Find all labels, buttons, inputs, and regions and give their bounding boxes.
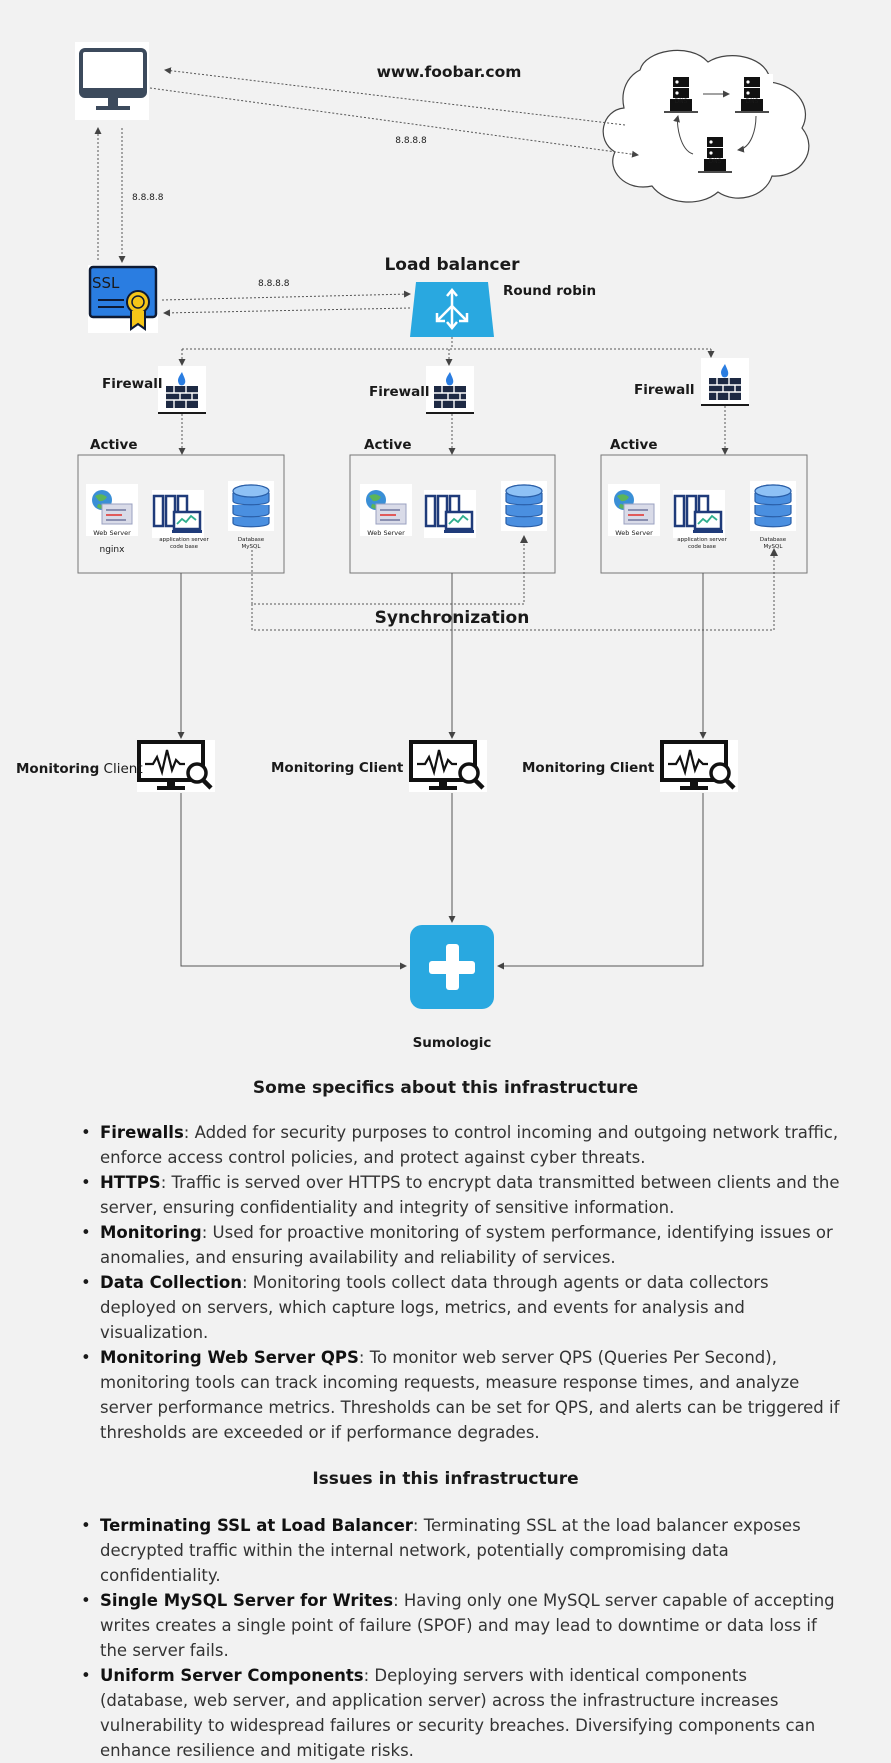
specifics-title: Some specifics about this infrastructure	[252, 1078, 639, 1098]
app-server-label: application server	[159, 537, 209, 543]
code-base-label: code base	[688, 544, 717, 550]
dns-server-icon	[693, 133, 737, 175]
monitoring-client-label-2: Monitoring Client	[271, 760, 404, 776]
domain-label: www.foobar.com	[377, 63, 522, 81]
app-server-icon	[150, 488, 206, 540]
server-box-3	[600, 454, 808, 574]
mysql-label: MySQL	[242, 544, 262, 550]
list-item: Monitoring Web Server QPS: To monitor we…	[81, 1345, 840, 1445]
dns-label: DNS	[675, 98, 688, 105]
web-server-label: Web Server	[367, 529, 405, 537]
dns-cloud	[602, 49, 810, 203]
nginx-label: nginx	[100, 545, 126, 555]
active-label-1: Active	[90, 437, 138, 453]
load-balancer-icon	[410, 282, 494, 337]
ssl-label: SSL	[92, 274, 120, 292]
database-label: Database	[238, 537, 265, 543]
dns-server-icon	[730, 73, 774, 115]
sumologic-label: Sumologic	[413, 1035, 492, 1051]
app-server-icon	[671, 488, 727, 540]
monitoring-icon	[409, 740, 487, 792]
monitoring-client-label-3: Monitoring Client	[522, 760, 655, 776]
monitoring-icon	[660, 740, 738, 792]
dns-label: DNS	[709, 158, 722, 165]
database-icon	[500, 480, 548, 532]
mysql-label: MySQL	[764, 544, 784, 550]
list-item: Firewalls: Added for security purposes t…	[81, 1120, 840, 1170]
list-item: Uniform Server Components: Deploying ser…	[81, 1663, 840, 1763]
ip-label-left: 8.8.8.8	[132, 193, 164, 203]
monitoring-icon	[137, 740, 215, 792]
database-label: Database	[760, 537, 787, 543]
web-server-label: Web Server	[615, 529, 653, 537]
dns-server-icon	[659, 73, 703, 115]
list-item: Monitoring: Used for proactive monitorin…	[81, 1220, 840, 1270]
issues-title: Issues in this infrastructure	[312, 1469, 579, 1489]
ip-label-lb: 8.8.8.8	[258, 279, 290, 289]
ip-label-top: 8.8.8.8	[395, 136, 427, 146]
app-server-icon	[422, 488, 478, 540]
issues-list: Terminating SSL at Load Balancer: Termin…	[0, 1513, 840, 1763]
infrastructure-diagram: DNS DNS DNS www.foobar.com 8.8.8.8 8.8.8…	[16, 42, 810, 1051]
active-label-2: Active	[364, 437, 412, 453]
database-icon	[749, 480, 797, 532]
firewall-icon	[700, 357, 750, 407]
specifics-list: Firewalls: Added for security purposes t…	[0, 1120, 840, 1445]
list-item: Terminating SSL at Load Balancer: Termin…	[81, 1513, 840, 1588]
app-server-label: application server	[677, 537, 727, 543]
firewall-label-1: Firewall	[102, 376, 163, 392]
dns-label: DNS	[746, 98, 759, 105]
notes-section: Some specifics about this infrastructure…	[0, 1078, 891, 1763]
ssl-certificate-icon	[88, 265, 158, 333]
firewall-icon	[425, 365, 475, 415]
list-item: Data Collection: Monitoring tools collec…	[81, 1270, 840, 1345]
round-robin-label: Round robin	[503, 283, 596, 299]
active-label-3: Active	[610, 437, 658, 453]
database-icon	[227, 480, 275, 532]
code-base-label: code base	[170, 544, 199, 550]
firewall-icon	[157, 365, 207, 415]
list-item: Single MySQL Server for Writes: Having o…	[81, 1588, 840, 1663]
computer-icon	[75, 42, 149, 120]
load-balancer-title: Load balancer	[384, 255, 520, 275]
firewall-label-3: Firewall	[634, 382, 695, 398]
firewall-label-2: Firewall	[369, 384, 430, 400]
web-server-label: Web Server	[93, 529, 131, 537]
sumologic-icon	[410, 925, 494, 1009]
list-item: HTTPS: Traffic is served over HTTPS to e…	[81, 1170, 840, 1220]
monitoring-client-label-1: Monitoring Client	[16, 761, 143, 777]
